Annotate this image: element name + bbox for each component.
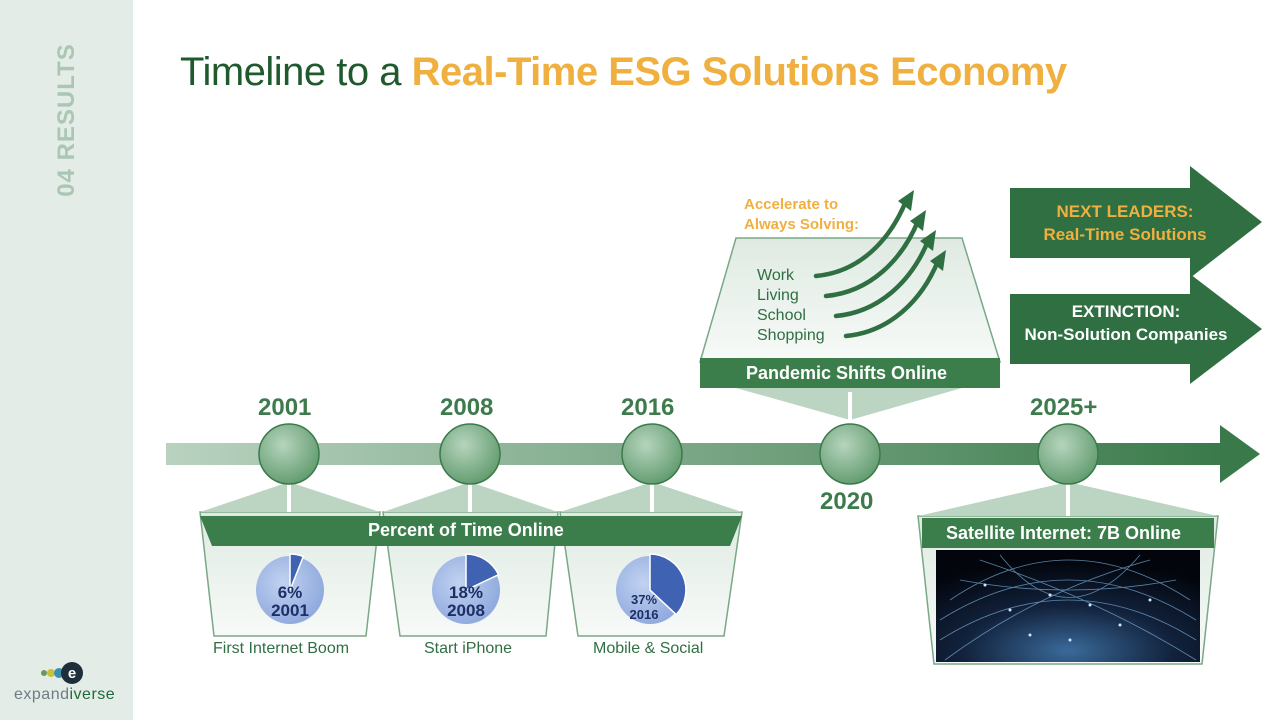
- pie-2016-slice: [649, 553, 687, 616]
- stem-2020: [848, 392, 852, 420]
- logo-icon: e: [41, 662, 83, 684]
- pie-2001-slice: [289, 553, 305, 591]
- activity-living: Living: [757, 287, 799, 304]
- pie-2008-text: 18% 2008: [434, 584, 498, 620]
- extinction-text: EXTINCTION: Non-Solution Companies: [1008, 300, 1244, 346]
- next-leaders-text: NEXT LEADERS: Real-Time Solutions: [1010, 200, 1240, 246]
- accelerate-line1: Accelerate to: [744, 196, 839, 213]
- logo-text-b: iverse: [69, 686, 116, 703]
- pie-2008-year: 2008: [447, 601, 485, 620]
- pie-2016-year: 2016: [629, 607, 659, 622]
- page-title: Timeline to a Real-Time ESG Solutions Ec…: [180, 50, 1067, 95]
- node-2020: [819, 423, 881, 485]
- accelerate-arrows: [813, 198, 941, 339]
- caption-first-internet-boom: First Internet Boom: [213, 640, 350, 657]
- pie-2001-text: 6% 2001: [258, 584, 322, 620]
- satellite-globe-image: [936, 550, 1200, 662]
- year-label-2001: 2001: [258, 394, 312, 421]
- stem-2001: [287, 482, 291, 512]
- caption-mobile-social: Mobile & Social: [593, 640, 704, 657]
- pie-2001-percent: 6%: [277, 583, 303, 602]
- accelerate-heading: Accelerate to Always Solving:: [744, 195, 859, 235]
- activity-list: Work Living School Shopping: [757, 266, 825, 346]
- extinction-line1: EXTINCTION:: [1071, 302, 1181, 321]
- stem-2008: [468, 482, 472, 512]
- year-label-2016: 2016: [621, 394, 675, 421]
- activity-shopping: Shopping: [757, 327, 825, 344]
- logo-text: expandiverse: [14, 686, 115, 704]
- satellite-banner-label: Satellite Internet: 7B Online: [946, 523, 1182, 543]
- extinction-line2: Non-Solution Companies: [1024, 325, 1228, 344]
- stem-2025: [1066, 482, 1070, 516]
- year-label-2020: 2020: [820, 488, 874, 515]
- pie-2016-percent: 37%: [630, 592, 658, 607]
- accelerate-arrowheads: [898, 190, 946, 271]
- next-leaders-arrow: [1010, 166, 1262, 278]
- stem-2016: [650, 482, 654, 512]
- pandemic-trapezoid: [699, 237, 1002, 363]
- pie-2008-percent: 18%: [448, 583, 484, 602]
- year-label-2008: 2008: [440, 394, 494, 421]
- extinction-arrow: [1010, 274, 1262, 384]
- pie-2001-year: 2001: [271, 601, 309, 620]
- svg-text:e: e: [68, 665, 76, 682]
- satellite-banner-shape: [922, 518, 1214, 548]
- pandemic-banner-label: Pandemic Shifts Online: [746, 363, 948, 383]
- node-2008: [439, 423, 501, 485]
- node-2025: [1037, 423, 1099, 485]
- logo-text-a: expand: [14, 686, 70, 703]
- node-2016: [621, 423, 683, 485]
- activity-work: Work: [757, 267, 795, 284]
- pandemic-banner-shape: [700, 358, 1000, 388]
- pie-2008-slice: [465, 553, 500, 592]
- percent-banner-label: Percent of Time Online: [368, 520, 564, 540]
- percent-banner-shape: [200, 516, 742, 546]
- sidebar: 04 RESULTS e expandiverse: [0, 0, 133, 720]
- expandiverse-logo: e expandiverse: [14, 660, 124, 710]
- title-part2: Real-Time ESG Solutions Economy: [411, 50, 1068, 94]
- satellite-globe-lights: [983, 583, 1152, 642]
- accelerate-line2: Always Solving:: [744, 216, 860, 233]
- activity-school: School: [757, 307, 806, 324]
- title-part1: Timeline to a: [180, 50, 412, 94]
- timeline-axis: [166, 443, 1224, 465]
- next-leaders-line2: Real-Time Solutions: [1043, 225, 1207, 244]
- caption-start-iphone: Start iPhone: [424, 640, 513, 657]
- satellite-globe-lines: [939, 554, 1197, 661]
- year-label-2025: 2025+: [1030, 394, 1098, 421]
- next-leaders-line1: NEXT LEADERS:: [1056, 202, 1194, 221]
- node-2001: [258, 423, 320, 485]
- pie-2016-text: 37% 2016: [612, 592, 676, 622]
- timeline-axis-arrowhead: [1220, 425, 1260, 483]
